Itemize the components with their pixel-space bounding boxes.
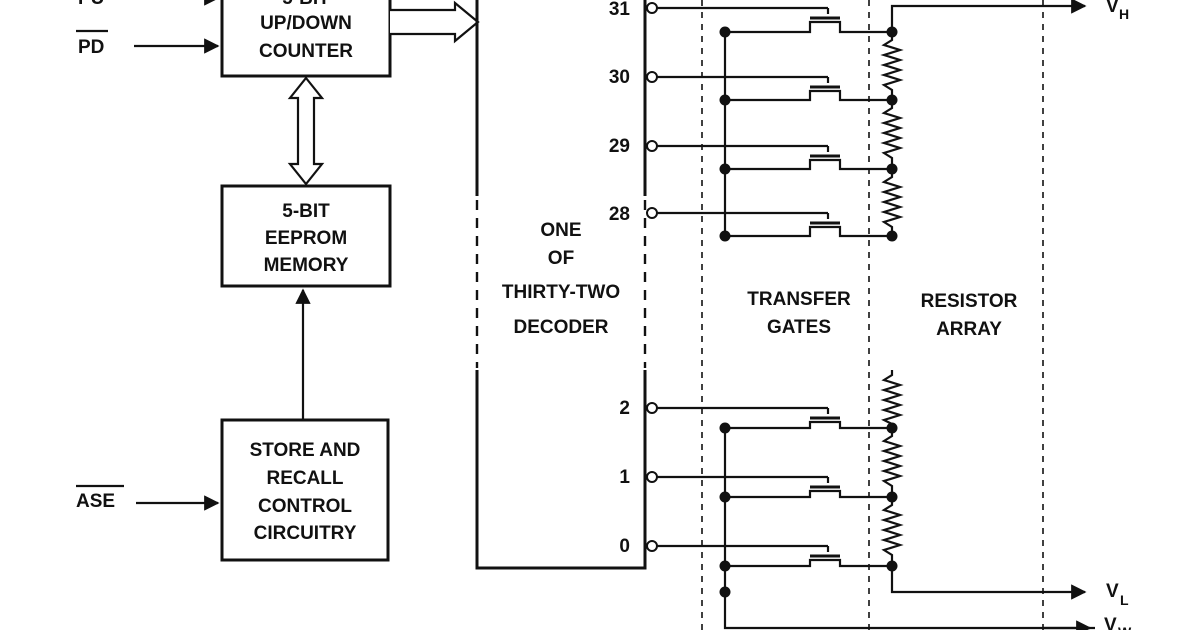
transfer-gates-label-1: TRANSFER (747, 289, 851, 310)
decoder-output-labels: 31 30 29 28 2 1 0 (609, 0, 631, 557)
wiper-bus-lower (723, 424, 1095, 630)
transfer-gates-label-2: GATES (767, 317, 831, 338)
pu-input: PU (78, 0, 220, 9)
output-label-29: 29 (609, 136, 630, 157)
tap-29-wiper-junction (719, 163, 731, 175)
store-line-4: CIRCUITRY (254, 523, 357, 544)
resistor-1 (880, 497, 904, 566)
output-label-0: 0 (619, 536, 630, 557)
decoder-line-2: OF (548, 248, 574, 269)
tap-31-channel (725, 20, 892, 34)
vw-v: V (1104, 615, 1117, 630)
counter-block: 5-BIT UP/DOWN COUNTER (220, 0, 392, 78)
tap-2-wiper-junction (719, 422, 731, 434)
resistor-2 (880, 428, 904, 497)
eeprom-line-3: MEMORY (264, 255, 349, 276)
counter-to-decoder-bus (390, 0, 480, 44)
tap-1-output-bubble (646, 471, 658, 483)
tap-28-resistor-junction (886, 230, 898, 242)
tap-0-wiper-junction (719, 560, 731, 572)
counter-line-2: UP/DOWN (260, 13, 352, 34)
vh-v: V (1106, 0, 1119, 17)
pd-label: PD (78, 37, 104, 58)
ase-label: ASE (76, 491, 115, 512)
vw-label: V W (1104, 615, 1132, 630)
counter-line-1: 5-BIT (282, 0, 330, 9)
output-label-28: 28 (609, 204, 630, 225)
tap-1-channel (725, 489, 892, 499)
tap-1-wiper-junction (719, 491, 731, 503)
tap-rows (646, 2, 898, 598)
tap-2-output-bubble (646, 402, 658, 414)
tap-28-output-bubble (646, 207, 658, 219)
tap-0-output-bubble (646, 540, 658, 552)
tap-30-resistor-junction (886, 94, 898, 106)
tap-30-wiper-junction (719, 94, 731, 106)
resistor-31 (880, 32, 904, 100)
eeprom-line-1: 5-BIT (282, 201, 330, 222)
pd-input: PD (76, 29, 220, 58)
output-label-1: 1 (619, 467, 630, 488)
ase-input: ASE (76, 484, 220, 512)
eeprom-block: 5-BIT EEPROM MEMORY (220, 184, 392, 288)
tap-28-wiper-junction (719, 230, 731, 242)
counter-eeprom-bus (287, 76, 325, 186)
tap-0-resistor-junction (886, 560, 898, 572)
vl-v: V (1106, 581, 1119, 602)
vh-sub: H (1119, 6, 1129, 22)
decoder-line-1: ONE (540, 220, 581, 241)
eeprom-line-2: EEPROM (265, 228, 347, 249)
resistor-array-label-2: ARRAY (936, 319, 1002, 340)
output-label-2: 2 (619, 398, 630, 419)
wiper-bus-junction (719, 586, 731, 598)
tap-30-output-bubble (646, 71, 658, 83)
pu-label: PU (78, 0, 104, 9)
tap-2-channel (725, 420, 892, 430)
store-line-3: CONTROL (258, 496, 352, 517)
vl-label: V L (1106, 581, 1129, 608)
resistor-array-label-1: RESISTOR (921, 291, 1018, 312)
tap-31-wiper-junction (719, 26, 731, 38)
output-label-31: 31 (609, 0, 631, 20)
tap-2-resistor-junction (886, 422, 898, 434)
vh-label: V H (1106, 0, 1129, 22)
tap-29-channel (725, 158, 892, 171)
decoder-block: ONE OF THIRTY-TWO DECODER (475, 0, 647, 570)
tap-30-channel (725, 89, 892, 102)
decoder-line-3: THIRTY-TWO (502, 282, 620, 303)
tap-0-channel (725, 558, 892, 568)
tap-29-output-bubble (646, 140, 658, 152)
resistor-29 (880, 169, 904, 236)
tap-31-output-bubble (646, 2, 658, 14)
tap-28-channel (725, 225, 892, 238)
counter-line-3: COUNTER (259, 41, 353, 62)
resistor-30 (880, 100, 904, 169)
store-line-1: STORE AND (250, 440, 361, 461)
vw-sub: W (1118, 624, 1132, 630)
store-recall-block: STORE AND RECALL CONTROL CIRCUITRY (220, 418, 390, 562)
tap-1-resistor-junction (886, 491, 898, 503)
vl-output-line (890, 566, 1087, 600)
store-line-2: RECALL (266, 468, 343, 489)
vh-output-line (890, 0, 1087, 32)
vl-sub: L (1120, 592, 1129, 608)
output-label-30: 30 (609, 67, 630, 88)
tap-31-resistor-junction (886, 26, 898, 38)
resistor-ladder (880, 0, 1087, 600)
tap-29-resistor-junction (886, 163, 898, 175)
resistor-mid-upper (880, 370, 904, 425)
decoder-line-4: DECODER (513, 317, 608, 338)
